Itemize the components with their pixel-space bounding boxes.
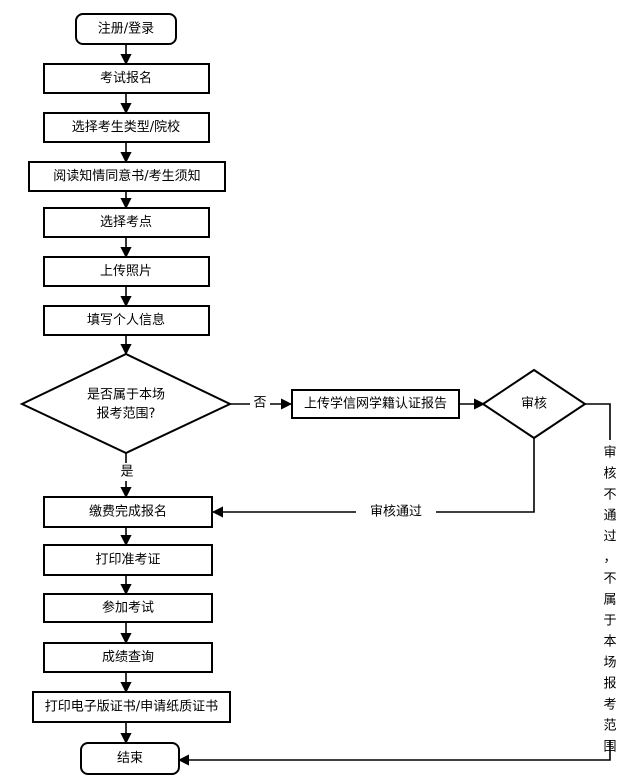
node-exam-signup-label: 考试报名 xyxy=(100,70,152,86)
node-decision: 是否属于本场 报考范围? xyxy=(19,352,233,455)
edge-label-yes-bg xyxy=(117,463,137,481)
node-choose-type-school: 选择考生类型/院校 xyxy=(43,112,210,143)
node-upload-report: 上传学信网学籍认证报告 xyxy=(291,389,460,419)
node-print-admission: 打印准考证 xyxy=(43,544,213,576)
node-fill-info: 填写个人信息 xyxy=(43,305,210,336)
node-exam-signup: 考试报名 xyxy=(43,63,210,94)
node-take-exam: 参加考试 xyxy=(43,593,213,623)
node-review: 审核 xyxy=(481,368,587,440)
node-choose-type-school-label: 选择考生类型/院校 xyxy=(72,119,180,135)
node-choose-site: 选择考点 xyxy=(43,207,210,238)
node-choose-site-label: 选择考点 xyxy=(100,215,152,230)
edge-review-failed-to-end xyxy=(177,403,611,766)
node-pay-complete: 缴费完成报名 xyxy=(43,496,213,528)
node-print-admission-label: 打印准考证 xyxy=(95,553,160,568)
edge-label-no-bg xyxy=(250,394,270,412)
node-end: 结束 xyxy=(80,742,180,775)
edge-label-review-failed-text: 审核不通过，不属于本场报考范围 xyxy=(603,446,616,755)
node-score-query: 成绩查询 xyxy=(43,642,213,673)
edge-label-review-failed-bg xyxy=(601,440,619,740)
node-decision-label-line1: 是否属于本场 xyxy=(87,388,165,403)
node-register-login: 注册/登录 xyxy=(75,13,177,45)
node-read-consent-label: 阅读知情同意书/考生须知 xyxy=(53,168,200,184)
edge-label-no: 否 xyxy=(253,396,266,411)
node-decision-label-line2: 报考范围? xyxy=(97,407,156,422)
node-print-certificate: 打印电子版证书/申请纸质证书 xyxy=(32,691,231,723)
node-take-exam-label: 参加考试 xyxy=(102,600,154,616)
node-pay-complete-label: 缴费完成报名 xyxy=(89,504,167,520)
node-fill-info-label: 填写个人信息 xyxy=(87,312,165,328)
node-read-consent: 阅读知情同意书/考生须知 xyxy=(28,161,226,192)
edge-label-yes: 是 xyxy=(120,465,133,480)
edge-label-review-passed: 审核通过 xyxy=(370,505,422,520)
edge-review-passed-to-pay xyxy=(211,438,535,518)
node-end-label: 结束 xyxy=(117,751,143,766)
node-register-login-label: 注册/登录 xyxy=(98,22,154,37)
node-upload-photo-label: 上传照片 xyxy=(100,264,152,279)
node-print-certificate-label: 打印电子版证书/申请纸质证书 xyxy=(45,700,218,715)
edge-label-review-passed-bg xyxy=(356,502,436,522)
node-upload-photo: 上传照片 xyxy=(43,256,210,287)
node-upload-report-label: 上传学信网学籍认证报告 xyxy=(304,396,447,412)
node-review-label: 审核 xyxy=(521,397,547,412)
node-score-query-label: 成绩查询 xyxy=(102,650,154,665)
edge-label-review-failed: 审核不通过，不属于本场报考范围 xyxy=(603,446,616,755)
